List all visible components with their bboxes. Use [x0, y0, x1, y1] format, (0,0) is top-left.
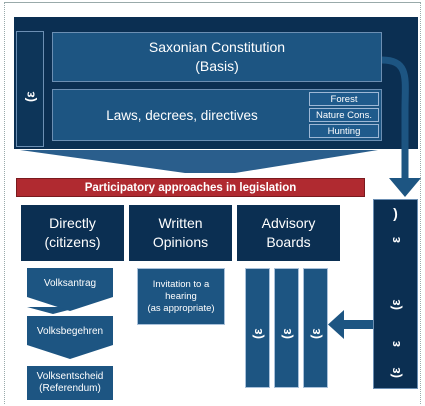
- column-advisory: Advisory Boards: [237, 205, 340, 261]
- step-volksbegehren: Volksbegehren: [36, 325, 104, 337]
- column-directly: Directly (citizens): [21, 205, 124, 261]
- volksentscheid-sub: (Referendum): [39, 383, 101, 394]
- constitution-subtitle: (Basis): [195, 58, 239, 74]
- hearing-line3: (as appropriate): [147, 302, 215, 314]
- advisory-line2: Boards: [266, 234, 311, 250]
- advisory-bar-2: [274, 268, 299, 388]
- volksentscheid-label: Volksentscheid: [36, 371, 104, 382]
- right-bar-glyph-3: (ε: [388, 299, 403, 311]
- advisory-bar-2-text: (ε: [279, 328, 294, 340]
- top-left-sidebar: [16, 31, 44, 147]
- hearing-line1: Invitation to a: [152, 278, 210, 290]
- directly-line1: Directly: [49, 215, 96, 231]
- right-bar-glyph-4: ε: [388, 340, 403, 348]
- advisory-line1: Advisory: [261, 215, 316, 231]
- right-bar-glyph-2: ε: [388, 236, 403, 244]
- right-bar-glyph-5: (ε: [388, 367, 403, 379]
- step-volksantrag: Volksantrag: [43, 277, 97, 289]
- right-bar: [373, 199, 418, 389]
- participatory-banner: Participatory approaches in legislation: [16, 178, 365, 197]
- constitution-box: Saxonian Constitution (Basis): [52, 32, 382, 82]
- written-line2: Opinions: [152, 234, 209, 250]
- hearing-box: Invitation to a hearing (as appropriate): [137, 268, 225, 325]
- tag-nature-cons: Nature Cons.: [309, 108, 379, 122]
- tag-forest: Forest: [309, 92, 379, 106]
- advisory-bar-3: [303, 268, 328, 388]
- laws-title: Laws, decrees, directives: [106, 107, 258, 123]
- written-line1: Written: [158, 215, 203, 231]
- directly-line2: (citizens): [44, 234, 101, 250]
- outer-border: [4, 2, 421, 404]
- advisory-bar-1-text: (ε: [250, 328, 265, 340]
- tag-hunting: Hunting: [309, 124, 379, 138]
- advisory-bar-1: [245, 268, 270, 388]
- right-bar-glyph-1: ): [393, 205, 398, 221]
- step-volksentscheid: Volksentscheid (Referendum): [27, 366, 113, 400]
- column-written: Written Opinions: [129, 205, 232, 261]
- hearing-line2: hearing: [165, 290, 197, 302]
- constitution-title: Saxonian Constitution: [148, 39, 286, 55]
- advisory-bar-3-text: (ε: [308, 328, 323, 340]
